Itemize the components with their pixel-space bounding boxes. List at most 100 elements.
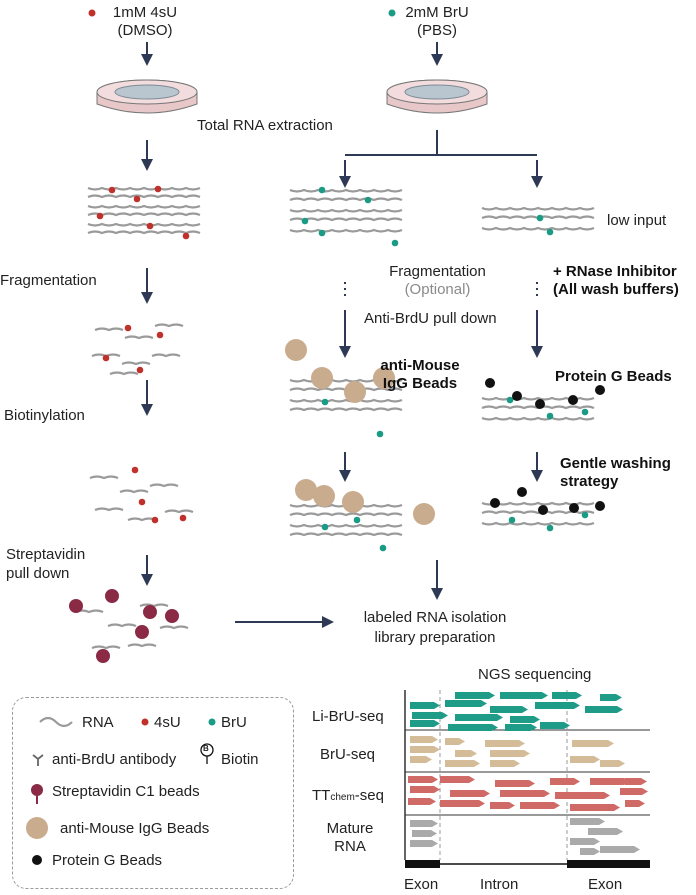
- streptavidin-bead: [69, 599, 83, 613]
- sequencing-read: [490, 760, 520, 767]
- fragmentation-left-label: Fragmentation: [0, 272, 97, 289]
- sequencing-read: [570, 756, 600, 763]
- bru-nucleotide: [321, 523, 329, 531]
- rna-strands: [74, 186, 595, 650]
- ngs-title: NGS sequencing: [478, 666, 592, 683]
- sequencing-read: [552, 692, 582, 699]
- labeled-nucleotides: [69, 185, 605, 663]
- bru-nucleotide: [321, 398, 329, 406]
- rna-strand: [151, 353, 181, 358]
- 4su-nucleotide: [131, 466, 139, 474]
- rna-strand: [109, 371, 139, 376]
- row-label-ttchem-seq: TTchem-seq: [312, 787, 384, 804]
- row-label-li-bru-seq: Li-BrU-seq: [312, 708, 384, 725]
- sequencing-read: [570, 838, 600, 845]
- rna-strand: [139, 603, 169, 608]
- sequencing-read: [410, 720, 440, 727]
- sequencing-read: [600, 694, 622, 701]
- legend-antibody: anti-BrdU antibody: [52, 751, 177, 768]
- 4su-nucleotide: [179, 514, 187, 522]
- bru-nucleotide: [301, 217, 309, 225]
- 4su-nucleotide: [124, 324, 132, 332]
- sequencing-read: [520, 802, 560, 809]
- legend-rna: RNA: [82, 714, 114, 731]
- igg-bead: [311, 367, 333, 389]
- sequencing-read: [555, 792, 610, 799]
- rna-strand: [87, 212, 201, 217]
- protein-g-bead: [535, 399, 545, 409]
- streptavidin-bead: [135, 625, 149, 639]
- streptavidin-legend-icon: [31, 784, 43, 796]
- streptavidin-bead: [96, 649, 110, 663]
- gene-model: [405, 860, 650, 868]
- igg-bead: [413, 503, 435, 525]
- rna-strand: [481, 206, 595, 211]
- sequencing-read: [588, 828, 623, 835]
- 4su-title: 1mM 4sU(DMSO): [112, 4, 178, 39]
- protein-g-bead: [517, 487, 527, 497]
- sequencing-read: [445, 760, 480, 767]
- rna-strand: [481, 521, 595, 526]
- sequencing-read: [410, 702, 440, 709]
- row-label-bru-seq: BrU-seq: [320, 746, 376, 763]
- gene-label-exon-1: Exon: [404, 876, 439, 893]
- 4su-nucleotide: [154, 185, 162, 193]
- protein-g-bead: [595, 501, 605, 511]
- sequencing-read: [600, 760, 625, 767]
- bru-legend-icon: [208, 718, 216, 726]
- bru-nucleotide: [318, 186, 326, 194]
- rna-strand: [289, 208, 403, 213]
- rna-strand: [289, 532, 403, 537]
- protein-g-bead: [538, 505, 548, 515]
- 4su-nucleotide: [96, 212, 104, 220]
- sequencing-read: [625, 800, 645, 807]
- bru-nucleotide: [318, 229, 326, 237]
- sequencing-read: [455, 714, 503, 721]
- biotin-icon-glyph: B: [203, 744, 209, 753]
- fragmentation-right-label: Fragmentation(Optional): [389, 263, 486, 298]
- sequencing-read: [485, 740, 525, 747]
- rna-legend-icon: [39, 716, 73, 728]
- sequencing-read: [490, 706, 528, 713]
- sequencing-read: [440, 776, 475, 783]
- rnase-inhibitor-label: + RNase Inhibitor(All wash buffers): [553, 263, 679, 298]
- rna-strand: [481, 226, 595, 231]
- sequencing-read: [590, 778, 630, 785]
- 4su-nucleotide: [146, 222, 154, 230]
- protein-g-bead: [568, 395, 578, 405]
- bru-nucleotide: [353, 516, 361, 524]
- 4su-nucleotide: [182, 232, 190, 240]
- rna-strand: [89, 475, 119, 480]
- rna-strand: [154, 323, 184, 328]
- sequencing-read: [620, 788, 648, 795]
- sequencing-read: [410, 756, 432, 763]
- rna-strand: [121, 361, 151, 366]
- igg-bead: [285, 339, 307, 361]
- bru-title-dot: [388, 9, 396, 17]
- protein-g-bead: [569, 503, 579, 513]
- sequencing-read: [625, 778, 647, 785]
- sequencing-read: [455, 750, 477, 757]
- sequencing-read: [412, 830, 437, 837]
- 4su-legend-icon: [141, 718, 149, 726]
- sequencing-read: [540, 722, 570, 729]
- antibody-legend-icon: [32, 754, 44, 766]
- sequencing-read: [572, 740, 614, 747]
- protein-g-beads-label: Protein G Beads: [555, 368, 672, 385]
- igg-legend-icon: [26, 817, 48, 839]
- streptavidin-bead: [165, 609, 179, 623]
- sequencing-read: [580, 848, 600, 855]
- sequencing-read: [455, 692, 495, 699]
- rna-strand: [289, 398, 403, 403]
- igg-bead: [313, 485, 335, 507]
- bru-nucleotide: [379, 544, 387, 552]
- sequencing-read: [410, 736, 438, 743]
- biotinylation-label: Biotinylation: [4, 407, 85, 424]
- rna-strand: [149, 483, 179, 488]
- protein-g-bead: [490, 498, 500, 508]
- rna-strand: [94, 327, 124, 332]
- 4su-nucleotide: [156, 331, 164, 339]
- rna-strand: [87, 222, 201, 227]
- sequencing-read: [408, 776, 438, 783]
